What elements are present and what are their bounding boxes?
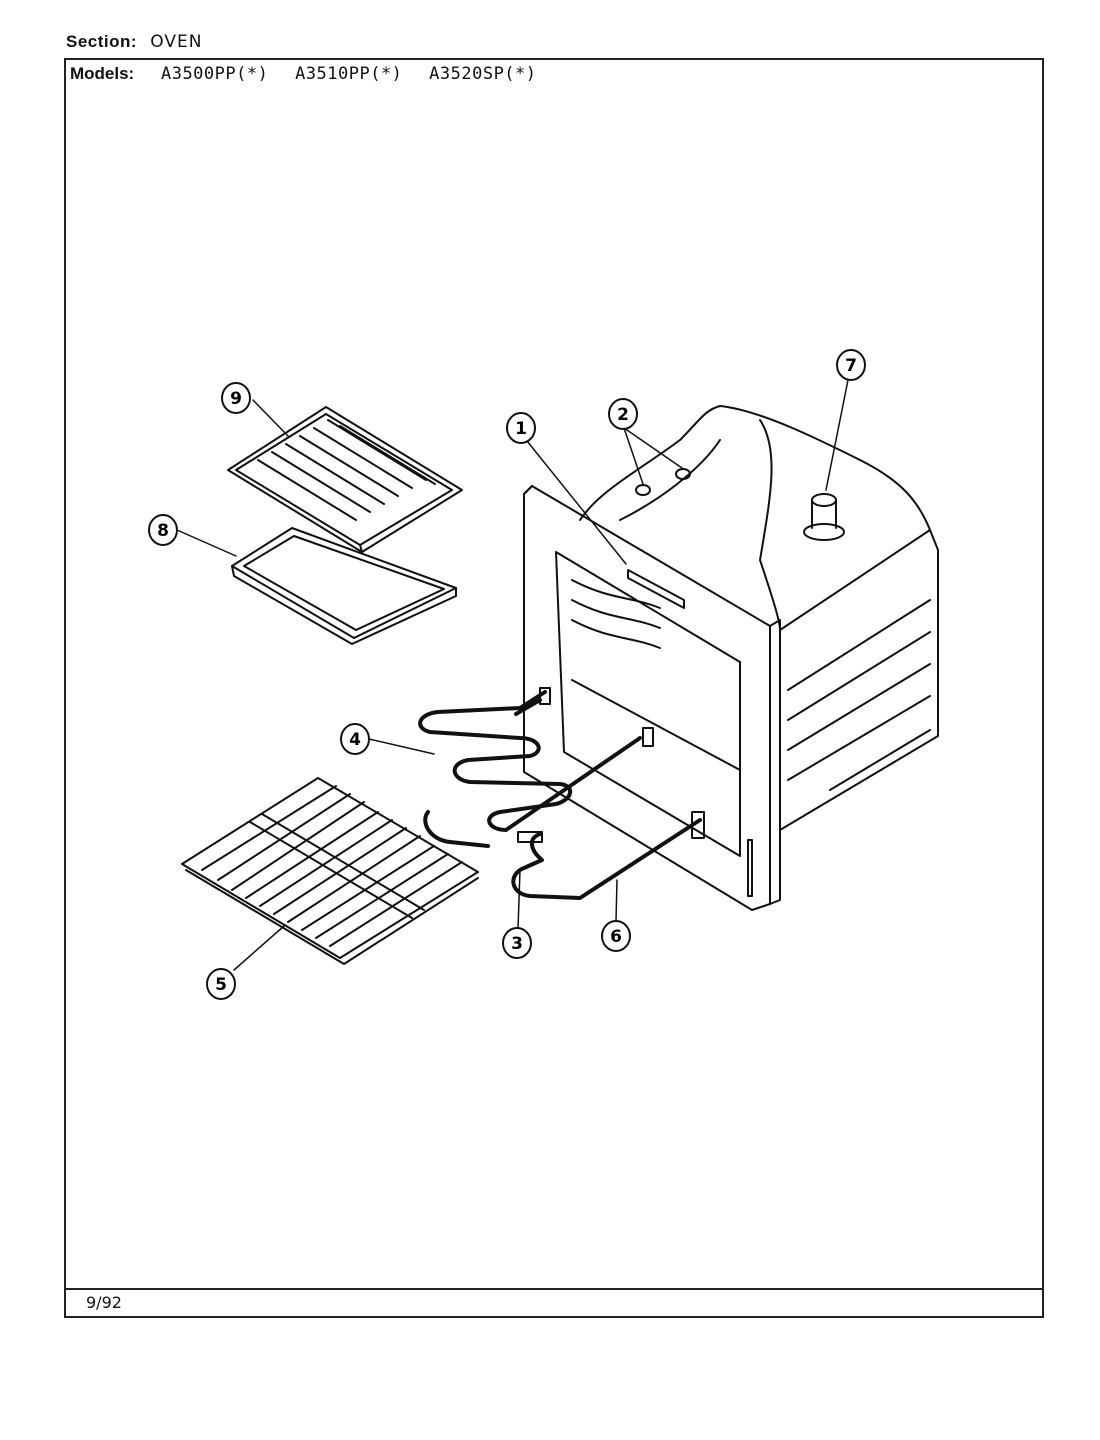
broiler-pan (231, 527, 457, 645)
bake-element (423, 810, 705, 900)
callout-balloon: 9 (221, 382, 251, 414)
footer-bar: 9/92 (66, 1288, 1042, 1316)
oven-vent-fitting (803, 493, 845, 541)
model-number: A3520SP(*) (429, 64, 537, 84)
callout-number: 6 (610, 927, 622, 947)
model-number: A3510PP(*) (295, 64, 403, 84)
callout-balloon: 2 (608, 398, 638, 430)
callout-balloon: 4 (340, 723, 370, 755)
section-value: OVEN (150, 32, 203, 52)
models-heading: Models: A3500PP(*) A3510PP(*) A3520SP(*) (70, 64, 537, 84)
callout-balloon: 7 (836, 349, 866, 381)
diagram-frame: Models: A3500PP(*) A3510PP(*) A3520SP(*)… (64, 58, 1044, 1318)
broiler-grid (227, 406, 463, 553)
callout-balloon: 3 (502, 927, 532, 959)
callout-number: 7 (845, 356, 857, 376)
mounting-screws (635, 468, 691, 496)
callout-balloon: 1 (506, 412, 536, 444)
callout-number: 9 (230, 389, 242, 409)
callout-balloon: 6 (601, 920, 631, 952)
callout-number: 3 (511, 934, 523, 954)
model-number: A3500PP(*) (160, 64, 269, 84)
leader-lines (176, 379, 849, 971)
callout-number: 2 (617, 405, 629, 425)
broil-element (418, 687, 654, 832)
section-label: Section: (66, 32, 138, 51)
models-label: Models: (70, 64, 135, 83)
section-heading: Section: OVEN (66, 32, 202, 52)
callout-number: 1 (515, 419, 527, 439)
revision-date: 9/92 (86, 1293, 122, 1312)
callout-balloon: 8 (148, 514, 178, 546)
callout-number: 4 (349, 730, 361, 750)
callout-balloon: 5 (206, 968, 236, 1000)
callout-number: 8 (157, 521, 169, 541)
oven-rack (181, 777, 479, 965)
callout-number: 5 (215, 975, 227, 995)
